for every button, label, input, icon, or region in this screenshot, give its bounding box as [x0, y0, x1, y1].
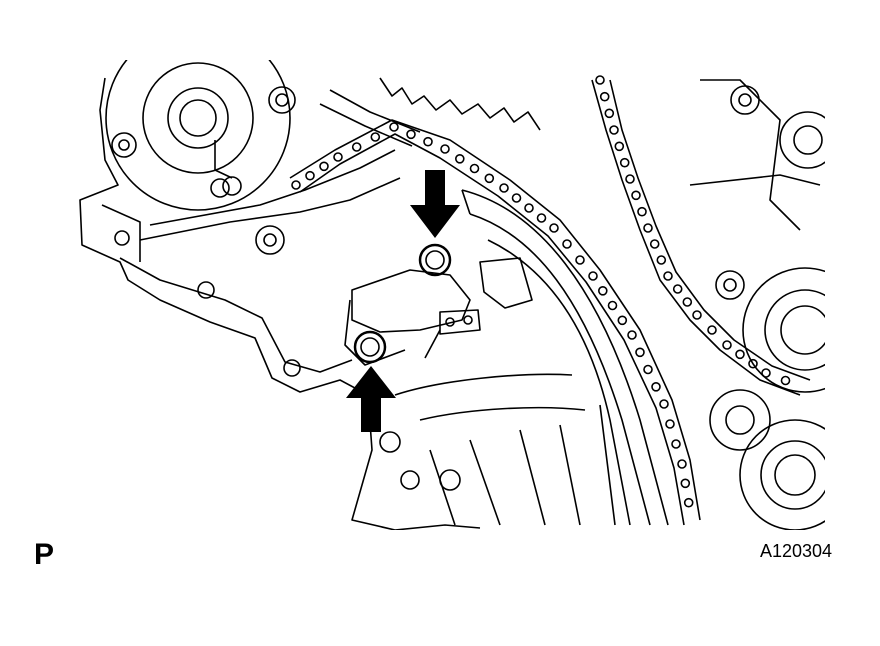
chain-roller	[707, 325, 717, 335]
chain-roller	[643, 223, 653, 233]
chain-roller	[597, 285, 608, 296]
chain-roller	[663, 271, 673, 281]
chain-roller	[333, 152, 343, 162]
chain-roller	[549, 223, 559, 233]
bolt-arrow-down	[410, 170, 460, 238]
chain-roller	[423, 136, 433, 147]
lower-housing-ribs	[394, 373, 616, 526]
chain-guide	[461, 189, 669, 526]
chain-roller	[671, 439, 681, 449]
chain-roller	[748, 358, 758, 369]
chain-roller	[735, 349, 745, 360]
chain-roller	[319, 161, 329, 172]
housing-outline	[79, 77, 481, 530]
chain-roller	[305, 170, 315, 181]
chain-roller	[562, 239, 572, 249]
chain-roller	[370, 132, 381, 142]
right-timing-chain	[591, 79, 811, 396]
chain-roller	[649, 239, 660, 249]
chain-roller	[722, 340, 732, 350]
chain-roller	[677, 459, 687, 469]
chain-roller	[631, 190, 641, 201]
chain-roller	[607, 300, 618, 311]
chain-roller	[659, 399, 669, 409]
chain-roller	[680, 478, 691, 489]
chain-roller	[524, 203, 534, 213]
chain-roller	[499, 183, 509, 193]
chain-roller	[656, 255, 667, 265]
chain-roller	[609, 125, 619, 135]
chain-roller	[440, 144, 450, 154]
tensioner-bolt-upper	[418, 243, 452, 277]
housing-inner-outline	[119, 257, 353, 373]
left-chain-links	[291, 122, 694, 508]
chain-roller	[780, 375, 791, 386]
upper-sprocket-teeth	[379, 77, 541, 131]
chain-roller	[672, 284, 683, 294]
chain-roller	[619, 157, 630, 168]
chain-roller	[614, 141, 625, 152]
chain-roller	[599, 91, 610, 102]
chain-tensioner	[344, 257, 533, 366]
chain-roller	[588, 271, 598, 281]
chain-roller	[536, 213, 547, 223]
tensioner-bolt-lower	[353, 330, 387, 364]
chain-roller	[406, 129, 416, 140]
chain-roller	[351, 142, 362, 152]
chain-roller	[291, 180, 301, 190]
bolt-arrow-up	[346, 366, 396, 432]
chain-roller	[651, 381, 661, 392]
chain-roller	[595, 75, 605, 85]
chain-roller	[637, 206, 647, 217]
chain-roller	[604, 108, 615, 119]
chain-roller	[484, 173, 495, 184]
chain-roller	[511, 193, 522, 203]
chain-roller	[454, 154, 465, 164]
left-camshaft-sprocket	[105, 60, 296, 211]
housing-flange	[139, 177, 401, 241]
left-timing-chain	[289, 89, 701, 526]
chain-roller	[643, 364, 653, 375]
view-label: P	[34, 538, 55, 571]
chain-roller	[683, 497, 694, 508]
chain-roller	[635, 347, 645, 358]
chain-roller	[625, 174, 635, 184]
chain-roller	[575, 255, 585, 265]
chain-roller	[627, 330, 637, 340]
chain-roller	[389, 122, 399, 132]
housing-bolt-holes	[114, 225, 461, 491]
chain-roller	[761, 368, 771, 378]
chain-roller	[682, 297, 693, 307]
chain-roller	[665, 419, 675, 429]
illustration-id: A120304	[760, 541, 833, 561]
chain-roller	[692, 310, 702, 320]
right-pulleys	[689, 79, 825, 530]
right-chain-links	[595, 75, 791, 386]
chain-roller	[617, 315, 628, 326]
chain-roller	[469, 163, 480, 174]
